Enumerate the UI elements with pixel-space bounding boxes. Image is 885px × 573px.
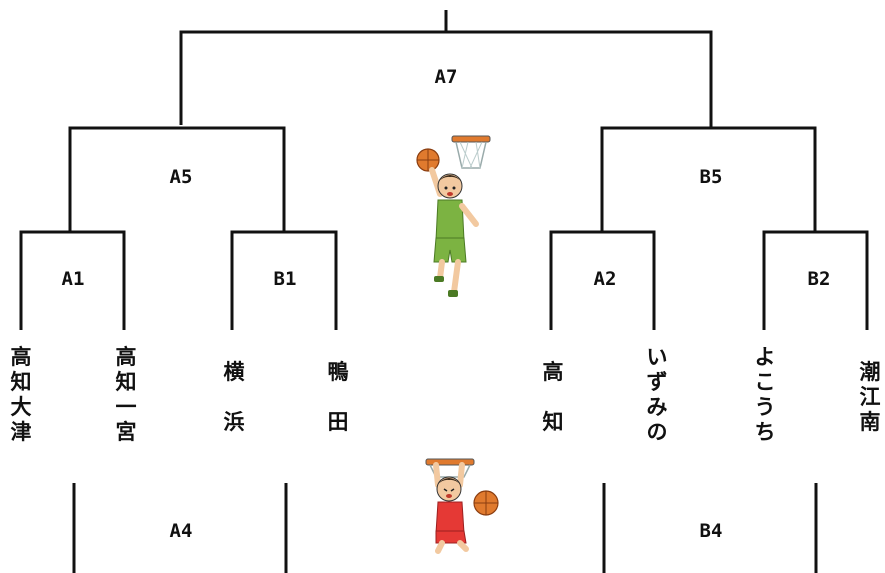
team-name-char: 田 [324,410,352,435]
basketball-player-dunking-icon [412,455,504,555]
team-name-char: 知 [7,370,35,395]
team-name-char: 潮 [856,360,884,385]
team-name-char: 宮 [112,420,140,445]
team-name-char: 一 [112,395,140,420]
team-name: 高知一宮 [112,345,140,445]
team-name-char: う [751,395,779,420]
match-label-b4: B4 [700,520,723,542]
team-name-char: こ [751,370,779,395]
match-label-a2: A2 [594,268,617,290]
team-name: いずみの [643,345,671,445]
team-name: 鴨田 [324,360,352,435]
team-name-char: 浜 [220,410,248,435]
team-name-char: 津 [7,420,35,445]
match-label-b1: B1 [274,268,297,290]
match-label-a5: A5 [170,166,193,188]
team-name-char: い [643,345,671,370]
team-name-char: 知 [112,370,140,395]
team-name-char: 横 [220,360,248,385]
team-name-char: 高 [539,360,567,385]
match-label-b2: B2 [808,268,831,290]
team-name-char: 大 [7,395,35,420]
team-name-char: 高 [7,345,35,370]
team-name-char [539,385,567,410]
match-label-b5: B5 [700,166,723,188]
team-name-char: み [643,395,671,420]
team-name: 高知 [539,360,567,435]
team-name-char [324,385,352,410]
team-name-char: の [643,420,671,445]
team-name: 潮江南 [856,360,884,435]
team-name: よこうち [751,345,779,445]
team-name-char: 鴨 [324,360,352,385]
team-name-char: ち [751,420,779,445]
match-label-a1: A1 [62,268,85,290]
match-label-a7: A7 [435,66,458,88]
team-name: 高知大津 [7,345,35,445]
team-name-char: ず [643,370,671,395]
team-name-char [220,385,248,410]
basketball-player-shooting-icon [410,130,495,302]
team-name: 横浜 [220,360,248,435]
team-name-char: よ [751,345,779,370]
team-name-char: 南 [856,410,884,435]
team-name-char: 高 [112,345,140,370]
match-label-a4: A4 [170,520,193,542]
team-name-char: 江 [856,385,884,410]
team-name-char: 知 [539,410,567,435]
